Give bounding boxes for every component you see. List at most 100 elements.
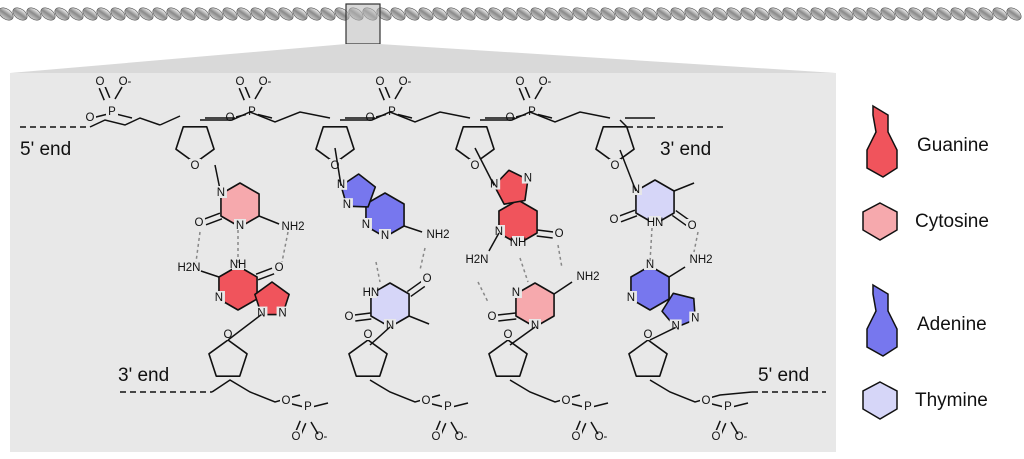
- helix-segment: [432, 7, 448, 21]
- ring-nitrogen: N: [278, 308, 286, 320]
- label-mask: [192, 216, 205, 228]
- ring-nitrogen: N: [671, 320, 679, 332]
- helix-segment: [572, 7, 588, 21]
- carbonyl-oxygen: O: [688, 220, 697, 232]
- ester-oxygen: O: [562, 395, 571, 407]
- phosphorus-bottom: P: [444, 401, 452, 413]
- helix-segment: [796, 7, 812, 21]
- helix-segment: [1006, 7, 1022, 21]
- label-mask: [722, 400, 734, 412]
- helix-segment: [250, 7, 266, 21]
- phosphorus-bottom: P: [724, 401, 732, 413]
- top-backbone: [619, 119, 628, 128]
- label-mask: [644, 258, 656, 270]
- label-mask: [273, 261, 286, 273]
- helix-segment: [460, 7, 476, 21]
- phosphate-oxygen: O: [236, 76, 245, 88]
- carbonyl-oxygen: O: [344, 311, 353, 323]
- sugar-oxygen: O: [611, 160, 620, 172]
- label-mask: [290, 430, 302, 442]
- label-mask: [420, 394, 432, 406]
- helix-segment: [320, 7, 336, 21]
- label-mask: [609, 159, 621, 171]
- carbonyl: [255, 267, 273, 275]
- label-mask: [359, 218, 372, 230]
- helix-segment: [0, 7, 14, 21]
- label-mask: [607, 213, 620, 225]
- helix-segment: [292, 7, 308, 21]
- thymine-swatch: [862, 381, 898, 420]
- glycosidic-bond: [227, 313, 262, 341]
- helix-segment: [166, 7, 182, 21]
- helix-segment: [628, 7, 644, 21]
- label-mask: [492, 225, 505, 237]
- label-mask: [94, 75, 106, 87]
- carbonyl: [354, 312, 371, 316]
- legend-cytosine: Cytosine: [862, 202, 989, 241]
- helix-segment: [642, 7, 658, 21]
- phosphorus-top: P: [388, 106, 396, 118]
- legend: Guanine Cytosine Adenine Thymine: [862, 104, 989, 420]
- helix-segment: [950, 7, 966, 21]
- label-mask: [469, 159, 481, 171]
- top-backbone: [340, 111, 471, 123]
- phosphate-oxygen: O: [292, 431, 301, 443]
- ester-oxygen: O: [86, 112, 95, 124]
- label-mask: [553, 227, 566, 239]
- phosphorus-top: P: [248, 106, 256, 118]
- amine-bond: [403, 225, 423, 233]
- label-mask: [442, 400, 454, 412]
- phosphorus-top: P: [108, 106, 116, 118]
- helix-segment: [824, 7, 840, 21]
- label-mask: [710, 430, 722, 442]
- label-mask: [362, 328, 374, 340]
- ester-oxygen: O: [282, 395, 291, 407]
- label-5prime-top: 5' end: [20, 139, 71, 160]
- carbonyl: [355, 318, 372, 322]
- phosphate-bond: [534, 86, 543, 100]
- label-3prime-bottom: 3' end: [118, 365, 169, 386]
- sugar-ring-top: [175, 126, 215, 164]
- sugar-oxygen: O: [471, 160, 480, 172]
- helix-segment: [922, 7, 938, 21]
- label-mask: [689, 311, 702, 324]
- carbonyl-oxygen: O: [275, 262, 284, 274]
- sugar-ring-bottom: [628, 339, 668, 377]
- phosphorus-top: P: [528, 106, 536, 118]
- sugar-oxygen: O: [364, 329, 373, 341]
- helix-segment: [894, 7, 910, 21]
- helix-segment: [418, 7, 434, 21]
- helix-segment: [12, 7, 28, 21]
- helix-segment: [516, 7, 532, 21]
- carbonyl: [406, 280, 422, 293]
- label-mask: [384, 319, 396, 331]
- amine-bond: [668, 266, 686, 278]
- sugar-ring-bottom: [348, 339, 388, 377]
- phosphate-double-bond: [384, 85, 391, 99]
- glycosidic-bond: [649, 326, 676, 341]
- phosphate-bond: [590, 421, 599, 435]
- legend-thymine: Thymine: [862, 381, 988, 420]
- helix-segment: [936, 7, 952, 21]
- helix-segment: [54, 7, 70, 21]
- helix-segment: [698, 7, 714, 21]
- carbonyl: [620, 215, 638, 223]
- hydrogen-bond: [519, 257, 529, 283]
- label-mask: [502, 328, 514, 340]
- carbonyl-oxygen: O: [555, 228, 564, 240]
- label-mask: [214, 186, 227, 198]
- helix-segment: [754, 7, 770, 21]
- helix-segment: [40, 7, 56, 21]
- ring-nitrogen: N: [531, 320, 539, 332]
- helix-segment: [194, 7, 210, 21]
- adenine-swatch: [866, 283, 898, 357]
- helix-segment: [208, 7, 224, 21]
- carbonyl: [671, 214, 687, 227]
- ring-nitrogen: N: [215, 292, 223, 304]
- helix-segment: [68, 7, 84, 21]
- phosphate-bond: [394, 86, 403, 100]
- phosphate-oxygen-minus: O-: [455, 431, 468, 443]
- sugar-ring-top: [455, 126, 495, 164]
- phosphate-oxygen-minus: O-: [595, 431, 608, 443]
